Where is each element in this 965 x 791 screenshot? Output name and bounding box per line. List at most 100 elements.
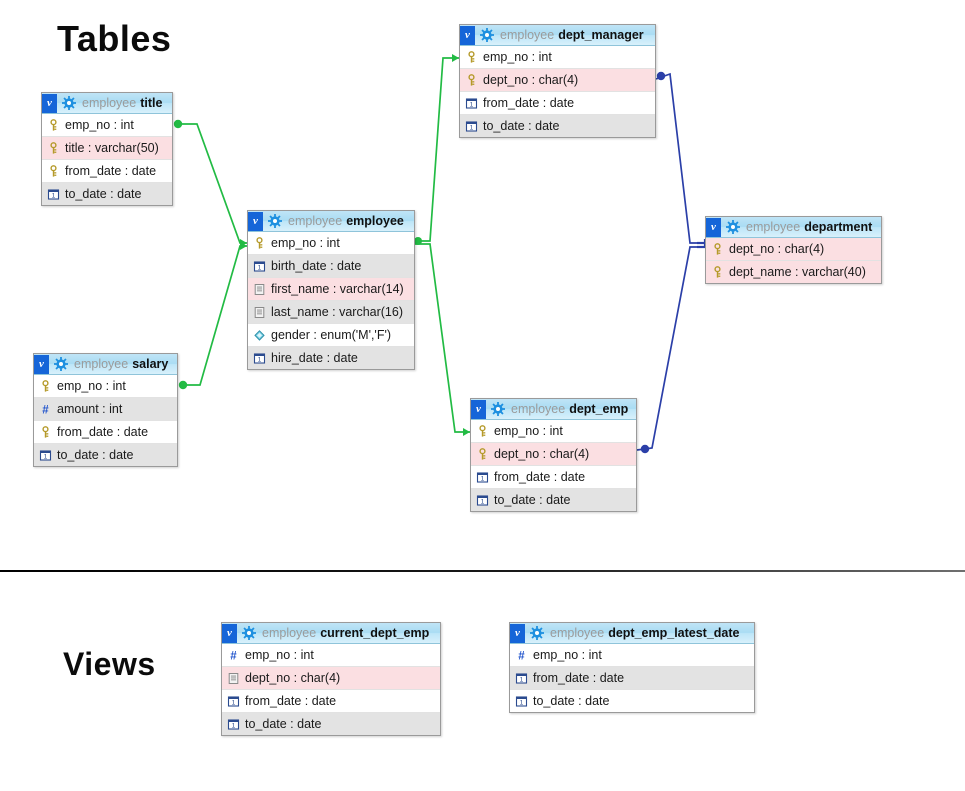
column-row[interactable]: gender : enum('M','F') [248,324,414,347]
entity-schema-name: employee [746,220,801,234]
text-icon [227,672,240,685]
column-row[interactable]: 1 hire_date : date [248,347,414,369]
relationship-title-employee[interactable] [173,119,247,247]
column-label: title : varchar(50) [65,141,159,155]
column-row[interactable]: emp_no : int [42,114,172,137]
relationship-dept-emp-department[interactable] [636,245,705,454]
gear-icon [479,27,495,43]
svg-text:1: 1 [232,699,236,706]
entity-table-name: dept_manager [558,28,644,42]
column-label: last_name : varchar(16) [271,305,404,319]
view-badge-icon: v [706,217,721,237]
column-label: dept_no : char(4) [483,73,579,87]
section-divider [0,570,965,572]
gear-icon [53,356,69,372]
key-icon [47,118,60,132]
column-row[interactable]: emp_no : int [34,375,177,398]
key-icon [465,73,478,87]
column-row[interactable]: #emp_no : int [222,644,440,667]
relationship-employee-dept-emp[interactable] [415,243,470,436]
relationship-salary-employee[interactable] [178,242,247,390]
column-row[interactable]: dept_no : char(4) [471,443,636,466]
column-row[interactable]: title : varchar(50) [42,137,172,160]
column-row[interactable]: #amount : int [34,398,177,421]
column-label: from_date : date [65,164,157,178]
view-badge-icon: v [471,399,486,419]
entity-schema-name: employee [262,626,317,640]
view-badge-icon: v [42,93,57,113]
key-icon [476,447,489,461]
relationship-employee-dept-manager[interactable] [414,54,459,245]
view-badge-icon: v [510,623,525,643]
column-label: dept_no : char(4) [494,447,590,461]
date-icon: 1 [253,352,266,365]
column-label: from_date : date [533,671,625,685]
svg-text:1: 1 [52,192,56,199]
column-row[interactable]: emp_no : int [471,420,636,443]
column-label: to_date : date [533,694,610,708]
relationship-dept-manager-department[interactable] [655,71,707,247]
svg-text:1: 1 [470,101,474,108]
column-label: from_date : date [483,96,575,110]
column-label: dept_no : char(4) [245,671,341,685]
column-row[interactable]: dept_no : char(4) [222,667,440,690]
column-label: first_name : varchar(14) [271,282,404,296]
key-icon [476,424,489,438]
column-label: dept_no : char(4) [729,242,825,256]
key-icon [47,164,60,178]
svg-text:1: 1 [481,498,485,505]
column-row[interactable]: 1 from_date : date [471,466,636,489]
key-icon [253,236,266,250]
column-label: hire_date : date [271,351,358,365]
column-row[interactable]: emp_no : int [248,232,414,255]
column-row[interactable]: emp_no : int [460,46,655,69]
column-row[interactable]: #emp_no : int [510,644,754,667]
date-icon: 1 [39,449,52,462]
view-badge-icon: v [34,354,49,374]
column-row[interactable]: last_name : varchar(16) [248,301,414,324]
hash-icon: # [39,403,52,416]
text-icon [253,283,266,296]
gear-icon [267,213,283,229]
svg-text:1: 1 [481,475,485,482]
date-icon: 1 [465,97,478,110]
column-label: gender : enum('M','F') [271,328,392,342]
column-row[interactable]: dept_no : char(4) [460,69,655,92]
column-row[interactable]: first_name : varchar(14) [248,278,414,301]
date-icon: 1 [515,695,528,708]
column-row[interactable]: 1 to_date : date [510,690,754,712]
column-row[interactable]: from_date : date [34,421,177,444]
column-row[interactable]: dept_name : varchar(40) [706,261,881,283]
column-row[interactable]: dept_no : char(4) [706,238,881,261]
date-icon: 1 [465,120,478,133]
column-label: from_date : date [494,470,586,484]
entity-schema-name: employee [500,28,555,42]
section-label-views: Views [63,646,156,682]
column-row[interactable]: 1 from_date : date [460,92,655,115]
column-row[interactable]: from_date : date [42,160,172,183]
